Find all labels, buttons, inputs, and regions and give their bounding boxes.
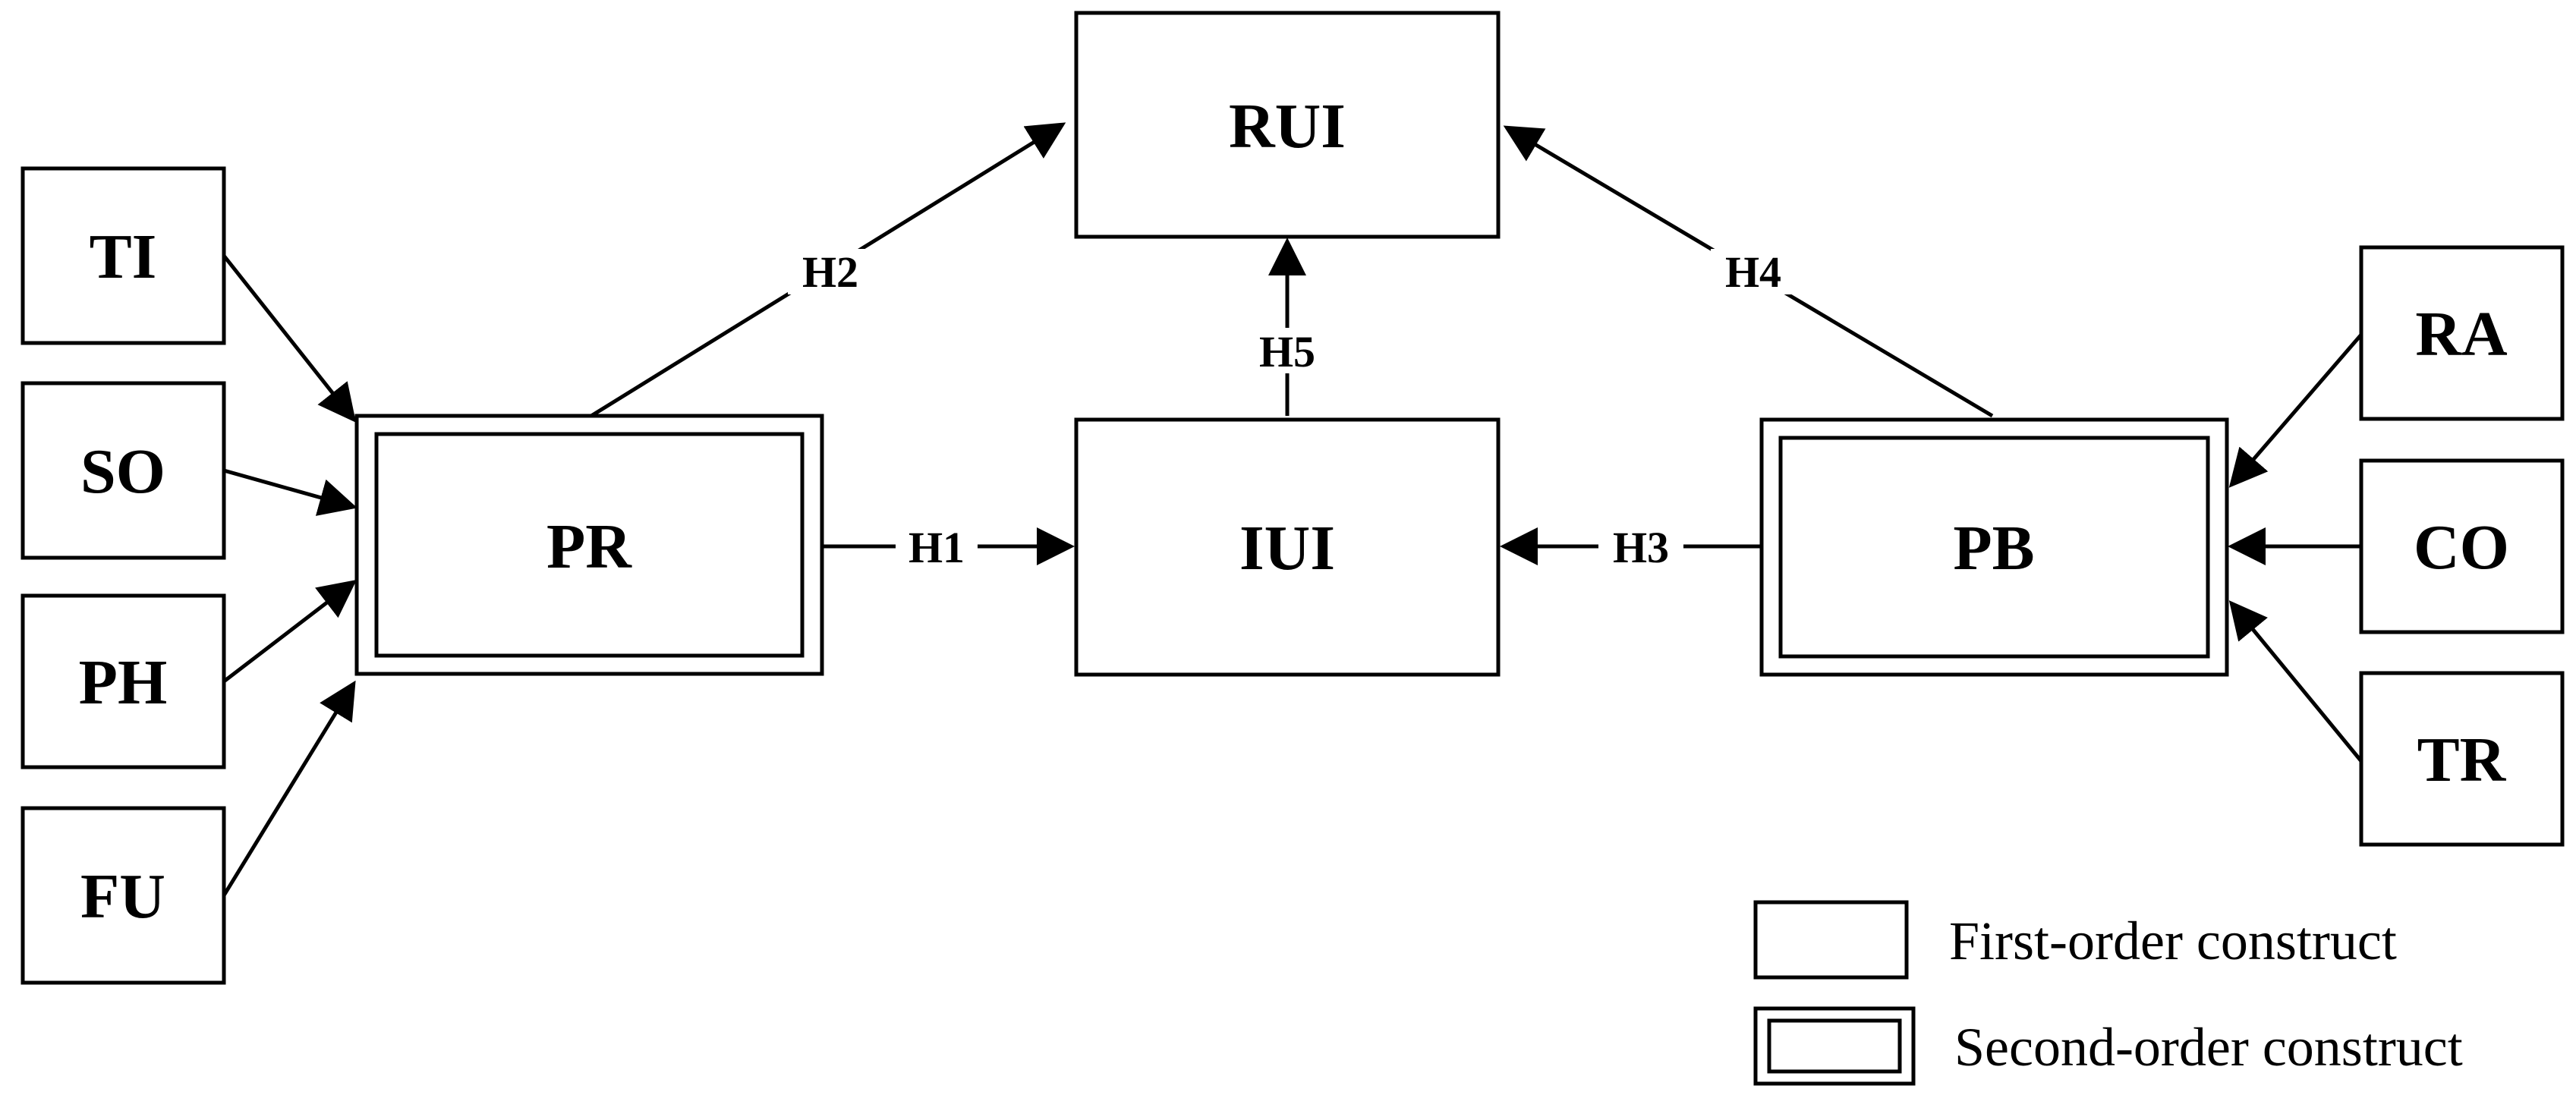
construct-ph-label: PH: [79, 647, 168, 718]
edges: [222, 122, 2363, 897]
construct-pb-label: PB: [1953, 513, 2034, 584]
construct-ra: RA: [2359, 245, 2565, 421]
construct-pr-label: PR: [546, 511, 632, 582]
construct-co: CO: [2359, 458, 2565, 634]
construct-so-label: SO: [80, 436, 165, 507]
edge-so-pr: [223, 468, 357, 516]
edge-ti-pr: [222, 254, 357, 423]
h5-label: H5: [1259, 327, 1315, 376]
construct-fu-label: FU: [80, 861, 165, 932]
construct-rui: RUI: [1074, 11, 1501, 239]
construct-ra-label: RA: [2415, 299, 2508, 370]
construct-pb: PB: [1759, 417, 2229, 677]
left-constructs: TI SO PH FU: [20, 166, 226, 985]
legend-first-order: First-order construct: [1753, 900, 2397, 980]
legend-second-order-label: Second-order construct: [1954, 1017, 2463, 1078]
h2-label: H2: [802, 247, 858, 297]
construct-pr: PR: [354, 414, 824, 676]
h1-label: H1: [909, 523, 965, 572]
legend-second-order: Second-order construct: [1753, 1006, 2463, 1086]
construct-tr: TR: [2359, 671, 2565, 847]
legend-first-order-swatch: [1753, 900, 1909, 980]
construct-iui: IUI: [1074, 417, 1501, 677]
edge-tr-pb: [2228, 600, 2363, 763]
construct-ti: TI: [20, 166, 226, 345]
legend-second-order-swatch-inner: [1767, 1018, 1902, 1074]
construct-rui-label: RUI: [1229, 91, 1346, 162]
edge-ra-pb: [2228, 333, 2363, 488]
hypothesis-labels: H1 H2 H3 H4 H5: [788, 247, 1796, 572]
edge-fu-pr: [222, 680, 356, 897]
legend: First-order construct Second-order const…: [1753, 900, 2463, 1086]
h3-label: H3: [1613, 523, 1669, 572]
h4-label: H4: [1725, 247, 1781, 297]
edge-ph-pr: [222, 579, 357, 683]
construct-co-label: CO: [2414, 512, 2509, 583]
construct-fu: FU: [20, 806, 226, 985]
construct-iui-label: IUI: [1239, 513, 1335, 584]
legend-first-order-label: First-order construct: [1949, 911, 2397, 971]
right-constructs: RA CO TR: [2359, 245, 2565, 847]
construct-ti-label: TI: [90, 222, 157, 292]
construct-so: SO: [20, 381, 226, 560]
construct-tr-label: TR: [2417, 725, 2507, 795]
construct-ph: PH: [20, 593, 226, 769]
